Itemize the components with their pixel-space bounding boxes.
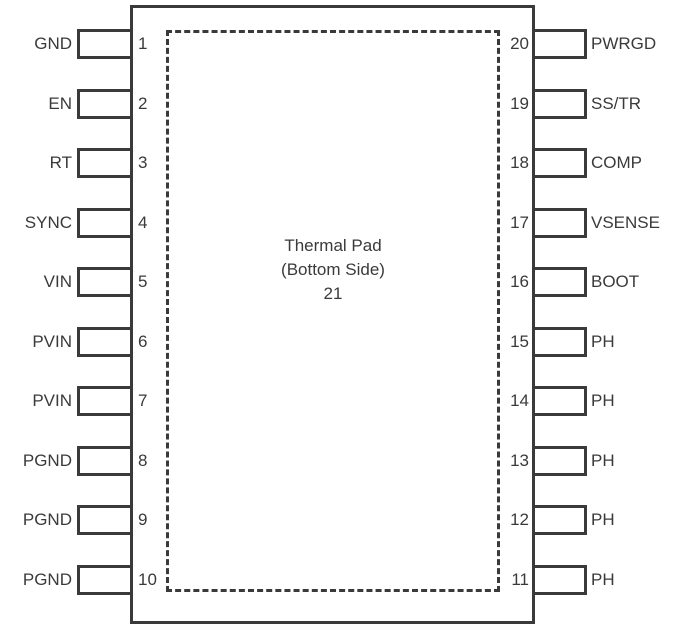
pin-number-9: 9	[138, 510, 148, 530]
pin-label-13: PH	[591, 450, 615, 470]
pin-number-14: 14	[510, 391, 529, 411]
pin-label-18: COMP	[591, 153, 642, 173]
pin-number-18: 18	[510, 153, 529, 173]
pin-label-1: GND	[34, 34, 72, 53]
pin-label-5: VIN	[43, 272, 72, 292]
thermal-pad-line-1: Thermal Pad	[284, 236, 382, 255]
pin-pad-10[interactable]	[77, 564, 133, 595]
pin-label-4: SYNC	[24, 212, 72, 232]
pin-pad-17[interactable]	[532, 207, 587, 238]
pin-pad-16[interactable]	[532, 267, 587, 298]
pin-number-13: 13	[510, 450, 529, 470]
thermal-pad-text: Thermal Pad (Bottom Side) 21	[166, 234, 500, 306]
pin-pad-5[interactable]	[77, 267, 133, 298]
pin-label-11: PH	[591, 569, 615, 589]
pin-pad-15[interactable]	[532, 326, 587, 357]
pin-pad-1[interactable]	[77, 29, 133, 59]
pin-number-4: 4	[138, 212, 148, 232]
pin-number-16: 16	[510, 272, 529, 292]
pin-number-7: 7	[138, 391, 148, 411]
pin-label-9: PGND	[22, 510, 72, 530]
pin-number-6: 6	[138, 331, 148, 351]
pin-pad-6[interactable]	[77, 326, 133, 357]
pin-label-8: PGND	[22, 450, 72, 470]
pin-label-7: PVIN	[32, 391, 72, 411]
pin-pad-11[interactable]	[532, 564, 587, 595]
pin-pad-14[interactable]	[532, 386, 587, 417]
package-body-outline	[130, 5, 535, 624]
pin-pad-3[interactable]	[77, 148, 133, 179]
pin-pad-9[interactable]	[77, 505, 133, 536]
pin-label-10: PGND	[22, 569, 72, 589]
pin-label-3: RT	[49, 153, 72, 173]
pin-number-10: 10	[138, 569, 157, 589]
pin-label-15: PH	[591, 331, 615, 351]
pin-pad-20[interactable]	[532, 29, 587, 59]
pin-number-1: 1	[138, 34, 148, 53]
pin-label-14: PH	[591, 391, 615, 411]
thermal-pad-line-3: 21	[323, 284, 343, 303]
pin-label-2: EN	[48, 93, 72, 113]
pin-number-5: 5	[138, 272, 148, 292]
pin-number-11: 11	[511, 569, 529, 589]
pin-label-17: VSENSE	[591, 212, 660, 232]
pin-number-3: 3	[138, 153, 148, 173]
pin-label-12: PH	[591, 510, 615, 530]
pin-number-8: 8	[138, 450, 148, 470]
pin-label-19: SS/TR	[591, 93, 642, 113]
pin-number-20: 20	[510, 34, 529, 53]
pin-pad-4[interactable]	[77, 207, 133, 238]
thermal-pad-line-2: (Bottom Side)	[281, 260, 385, 279]
pin-pad-19[interactable]	[532, 88, 587, 119]
pin-pad-13[interactable]	[532, 445, 587, 476]
pin-pad-2[interactable]	[77, 88, 133, 119]
pin-label-6: PVIN	[32, 331, 72, 351]
pin-number-17: 17	[510, 212, 529, 232]
pin-number-12: 12	[510, 510, 529, 530]
pin-label-20: PWRGD	[591, 34, 657, 53]
pin-pad-8[interactable]	[77, 445, 133, 476]
pin-label-16: BOOT	[591, 272, 640, 292]
pin-pad-18[interactable]	[532, 148, 587, 179]
pin-pad-7[interactable]	[77, 386, 133, 417]
pin-number-19: 19	[510, 93, 529, 113]
thermal-pad-outline	[166, 30, 500, 592]
pin-number-15: 15	[510, 331, 529, 351]
pin-pad-12[interactable]	[532, 505, 587, 536]
pin-number-2: 2	[138, 93, 148, 113]
